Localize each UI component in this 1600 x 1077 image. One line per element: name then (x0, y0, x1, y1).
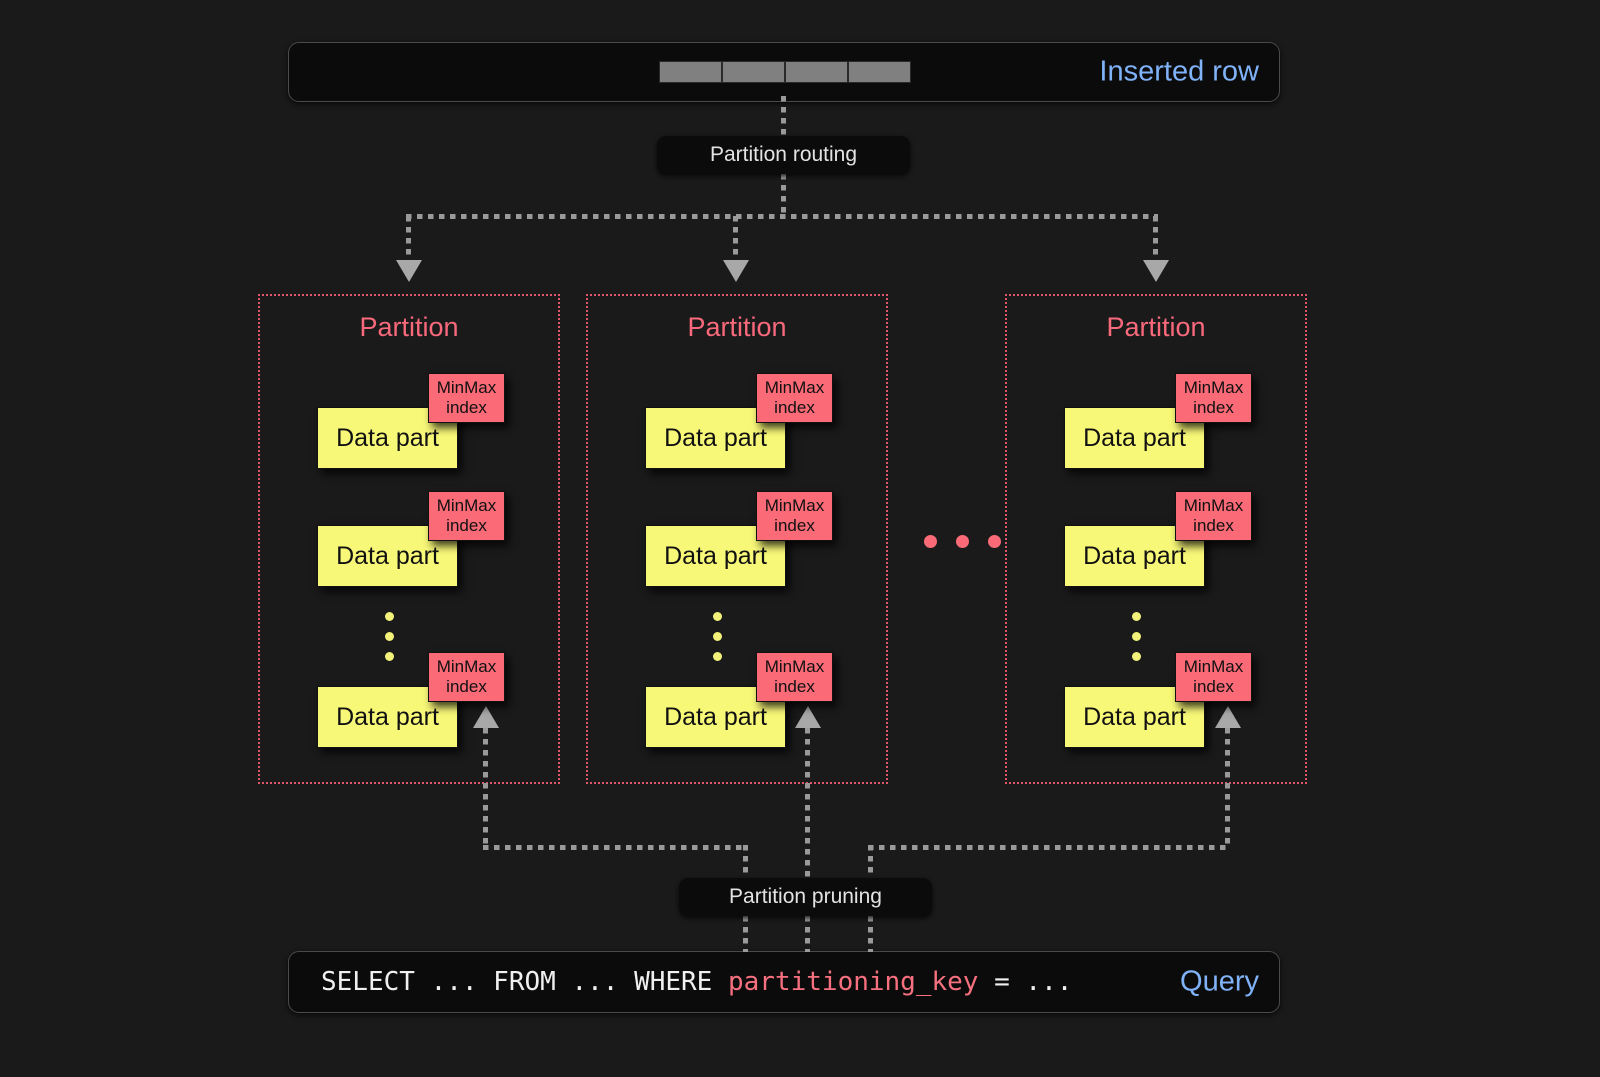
query-label: Query (1180, 965, 1259, 998)
partition-pruning-box[interactable]: Partition pruning (679, 878, 932, 916)
data-part-ellipsis (713, 612, 722, 661)
inserted-row-bar: Inserted row (288, 42, 1280, 102)
arrowhead-down-left (396, 260, 422, 282)
arrowhead-up-left (473, 706, 499, 728)
row-cell (848, 61, 911, 83)
data-part-box: Data part (1064, 686, 1205, 748)
query-prefix: SELECT ... FROM ... WHERE (321, 967, 728, 997)
data-part-box: Data part (1064, 407, 1205, 469)
row-cell (722, 61, 785, 83)
ellipsis-dot (713, 612, 722, 621)
connector-pruning-join-left (743, 845, 748, 880)
ellipsis-dot (988, 535, 1001, 548)
connector-branch-left (406, 216, 411, 266)
connector-branch-right (1153, 216, 1158, 266)
connector-routing-bus (406, 214, 1158, 219)
connector-pruning-to-query-left (743, 916, 748, 952)
partitions-ellipsis (924, 535, 1001, 548)
ellipsis-dot (385, 652, 394, 661)
ellipsis-dot (713, 652, 722, 661)
arrowhead-up-middle (795, 706, 821, 728)
ellipsis-dot (956, 535, 969, 548)
connector-pruning-bus-right (868, 845, 1230, 850)
row-cell (659, 61, 722, 83)
connector-routing-down (781, 174, 786, 216)
arrowhead-up-right (1215, 706, 1241, 728)
ellipsis-dot (1132, 652, 1141, 661)
inserted-row-label: Inserted row (1099, 55, 1259, 88)
connector-pruning-up-middle (805, 728, 810, 880)
connector-pruning-bus-left (483, 845, 745, 850)
ellipsis-dot (1132, 612, 1141, 621)
ellipsis-dot (1132, 632, 1141, 641)
connector-pruning-to-query-middle (805, 916, 810, 952)
query-sql-text: SELECT ... FROM ... WHERE partitioning_k… (321, 967, 1072, 997)
query-suffix: = ... (978, 967, 1073, 997)
partition-routing-box[interactable]: Partition routing (657, 136, 910, 174)
arrowhead-down-middle (723, 260, 749, 282)
data-part-ellipsis (1132, 612, 1141, 661)
partition-title: Partition (687, 312, 787, 342)
row-cell (785, 61, 848, 83)
ellipsis-dot (713, 632, 722, 641)
partition-routing-label: Partition routing (709, 143, 858, 166)
partition-title: Partition (1106, 312, 1206, 342)
connector-pruning-up-right (1225, 728, 1230, 849)
data-part-ellipsis (385, 612, 394, 661)
query-partitioning-key: partitioning_key (728, 967, 979, 997)
arrowhead-down-right (1143, 260, 1169, 282)
connector-row-to-routing (781, 96, 786, 140)
partition-pruning-label: Partition pruning (729, 885, 882, 908)
inserted-row-cells (659, 61, 911, 83)
partition-title: Partition (359, 312, 459, 342)
ellipsis-dot (385, 612, 394, 621)
connector-pruning-up-left (483, 728, 488, 849)
connector-pruning-to-query-right (868, 916, 873, 952)
ellipsis-dot (385, 632, 394, 641)
data-part-box: Data part (317, 525, 458, 587)
query-bar: SELECT ... FROM ... WHERE partitioning_k… (288, 951, 1280, 1013)
connector-branch-middle (733, 216, 738, 266)
ellipsis-dot (924, 535, 937, 548)
connector-pruning-join-right (868, 845, 873, 880)
